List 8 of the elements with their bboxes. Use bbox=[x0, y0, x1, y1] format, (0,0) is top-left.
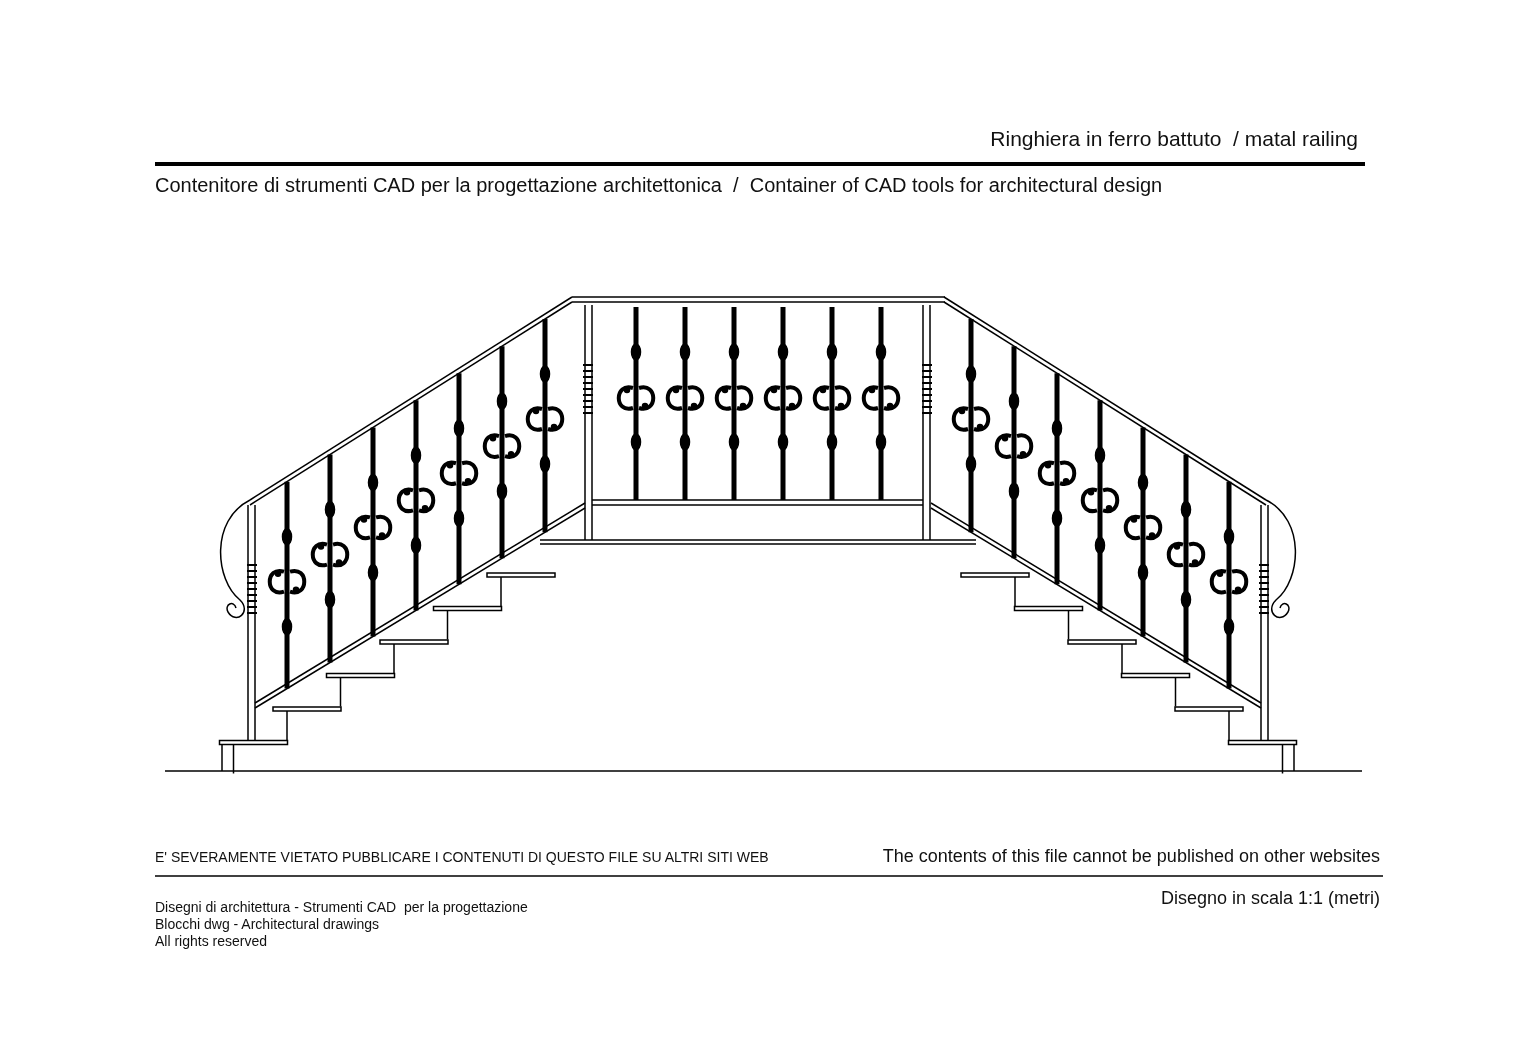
footer-note: All rights reserved bbox=[155, 933, 268, 949]
warning-text: E' SEVERAMENTE VIETATO PUBBLICARE I CONTENUTI DI QUESTO FILE SU ALTRI SITI WEB bbox=[155, 849, 769, 865]
subtitle: Contenitore di strumenti CAD per la progettazione architettonica / Container of CAD tools for architectural design bbox=[155, 174, 1163, 197]
scale-note: Disegno in scala 1:1 (metri) bbox=[1160, 888, 1380, 909]
footer-note: Disegni di architettura - Strumenti CAD per la progettazione bbox=[155, 899, 528, 915]
footer-note: Blocchi dwg - Architectural drawings bbox=[155, 916, 380, 932]
warning-text: The contents of this file cannot be published on other websites bbox=[882, 846, 1380, 867]
drawing-title: Ringhiera in ferro battuto / matal railing bbox=[990, 127, 1358, 151]
